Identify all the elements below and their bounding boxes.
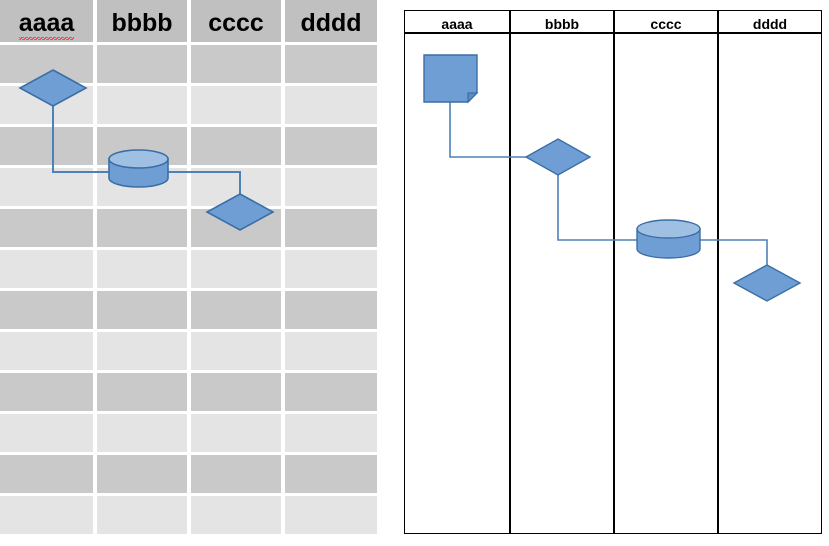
table-row[interactable]: [0, 332, 377, 373]
table-row[interactable]: [0, 373, 377, 414]
left-column-header-dddd[interactable]: dddd: [300, 9, 362, 37]
table-row[interactable]: [0, 127, 377, 168]
right-column-header-aaaa[interactable]: aaaa: [441, 16, 473, 32]
right-plain-table[interactable]: aaaa bbbb cccc dddd: [404, 10, 822, 534]
left-column-header-cccc[interactable]: cccc: [208, 9, 264, 37]
table-row[interactable]: [0, 209, 377, 250]
table-row[interactable]: [0, 455, 377, 496]
column-divider: [613, 11, 615, 533]
right-column-header-bbbb[interactable]: bbbb: [544, 16, 580, 32]
right-column-header-cccc[interactable]: cccc: [650, 16, 682, 32]
table-row[interactable]: [0, 168, 377, 209]
table-row[interactable]: [0, 86, 377, 127]
table-row[interactable]: [0, 291, 377, 332]
column-divider: [717, 11, 719, 533]
left-column-header-aaaa-label: aaaa: [18, 9, 75, 40]
left-styled-table[interactable]: aaaa bbbb cccc dddd: [0, 0, 377, 546]
right-column-header-dddd[interactable]: dddd: [752, 16, 788, 32]
table-row[interactable]: [0, 496, 377, 537]
left-column-header-bbbb[interactable]: bbbb: [111, 9, 173, 37]
left-column-header-aaaa[interactable]: aaaa: [0, 6, 93, 40]
column-divider: [509, 11, 511, 533]
table-row[interactable]: [0, 250, 377, 291]
table-row[interactable]: [0, 45, 377, 86]
table-row[interactable]: [0, 414, 377, 455]
